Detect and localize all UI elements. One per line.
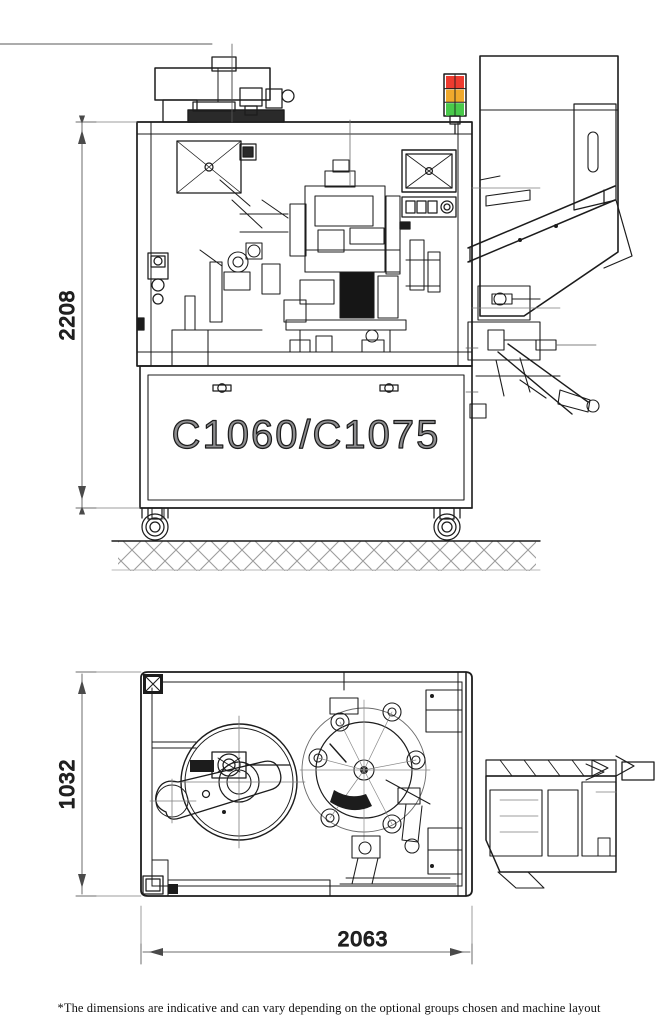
ground-hatch <box>111 540 541 571</box>
dimensions-footnote: *The dimensions are indicative and can v… <box>57 1001 601 1015</box>
internal-mechanism <box>171 119 441 367</box>
dimension-overall-width <box>140 943 473 965</box>
machine-model-label: C1060/C1075 <box>172 413 441 457</box>
front-elevation-view <box>0 43 633 571</box>
outfeed-arm <box>465 285 600 419</box>
plan-bottom-rail <box>167 877 457 897</box>
plan-infeed-unit <box>485 759 617 889</box>
plan-centre-frame <box>425 671 467 897</box>
film-reel <box>172 715 306 849</box>
reel-mandrel-arm <box>149 760 282 824</box>
plan-entry-chute <box>585 755 655 781</box>
plan-corner-posts <box>142 674 164 895</box>
construction-lines <box>95 121 561 509</box>
upper-head-assembly <box>0 43 295 123</box>
dimension-overall-height <box>75 115 97 515</box>
infeed-conveyor <box>467 185 616 263</box>
hmi-panel <box>399 149 457 230</box>
plan-outer-frame <box>140 671 473 897</box>
cabinet-latch-right <box>379 383 399 393</box>
plan-sealing-linkage <box>329 671 431 885</box>
plan-view <box>95 671 655 953</box>
plan-left-guards <box>151 687 197 887</box>
rotary-turret <box>299 699 431 841</box>
caster-wheel-right <box>433 507 461 541</box>
operator-control-panel <box>137 252 169 331</box>
guard-window <box>176 140 257 194</box>
dimension-label-depth: 1032 <box>56 759 79 810</box>
caster-wheel-left <box>141 507 169 541</box>
signal-tower <box>443 73 467 135</box>
cabinet-latch-left <box>212 383 232 393</box>
reel-hub <box>190 751 291 779</box>
dimension-label-width: 2063 <box>338 928 389 951</box>
dimension-label-height: 2208 <box>56 290 79 341</box>
infeed-hopper <box>479 55 633 317</box>
dimension-overall-depth <box>75 671 97 897</box>
